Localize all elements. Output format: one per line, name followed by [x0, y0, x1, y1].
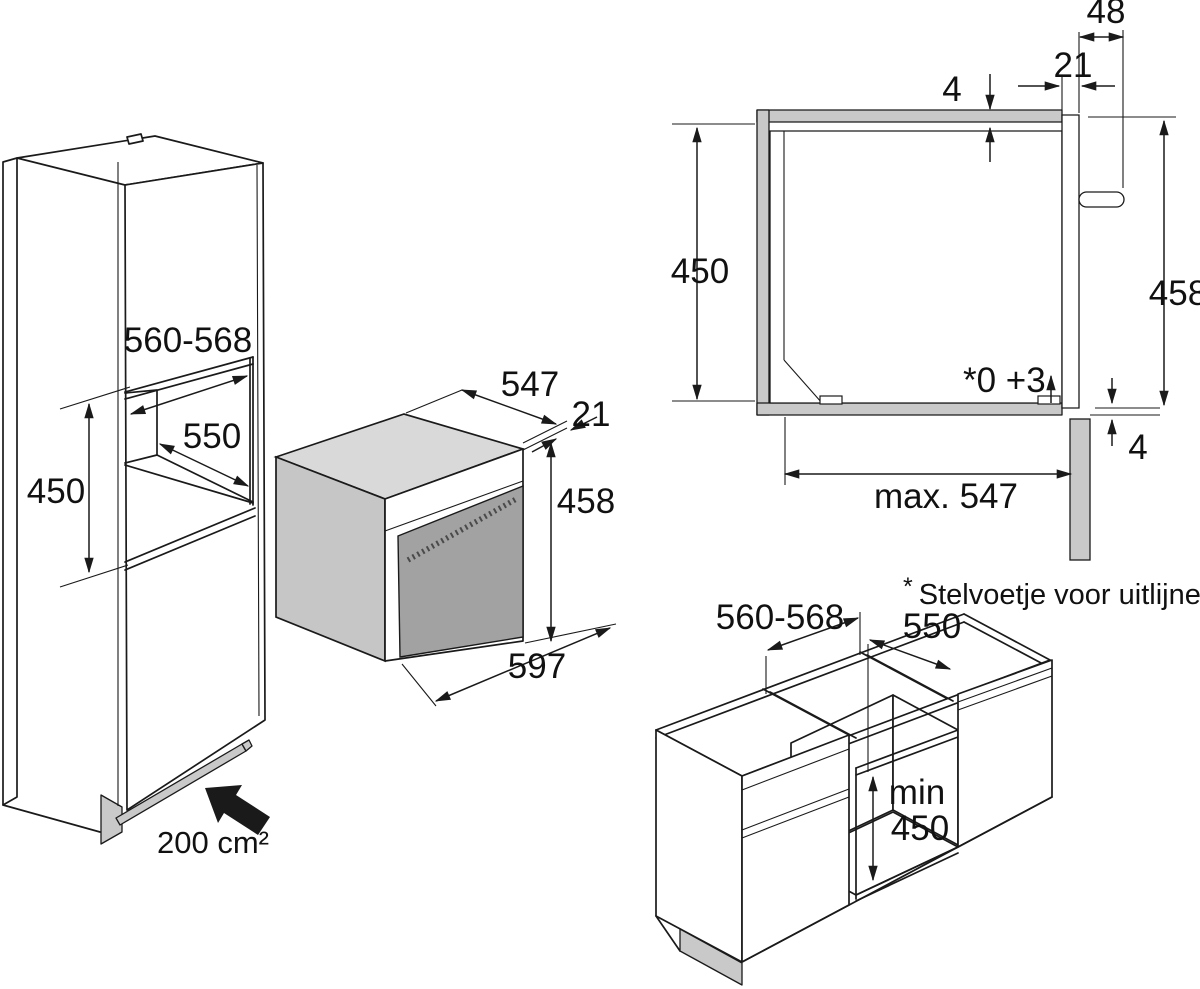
oven-depth-arrow	[460, 389, 558, 425]
appliance-door-section	[1061, 114, 1080, 409]
base-right-end-face	[957, 659, 1053, 848]
sec-450-label: 450	[671, 252, 729, 291]
tall-cabinet-dimensions: 560-568 550 450 200 cm²	[27, 321, 270, 860]
vent-area-label: 200 cm²	[157, 825, 269, 860]
oven-frame-label: 21	[572, 395, 611, 434]
vent-slot-end	[241, 739, 253, 752]
base-depth-label: 550	[903, 607, 961, 646]
cabinet-top-notch	[126, 133, 144, 145]
oven-frame-arrow-left	[531, 438, 558, 453]
niche-bottom-panel	[756, 402, 1063, 416]
niche-width-arrow	[129, 375, 249, 415]
door-handle-section	[1078, 191, 1125, 208]
leveling-foot-rear	[819, 395, 843, 405]
sec-458-extensions	[1088, 116, 1176, 416]
oven-dimensions: 547 21 458 597	[401, 365, 617, 707]
oven-diagram: 547 21 458 597	[273, 365, 617, 707]
section-view-diagram: 450 458 4 21 48 *0 +3 4 max. 547 *Stelvo…	[671, 0, 1200, 611]
base-left-end-tip	[655, 915, 681, 952]
footnote-text: Stelvoetje voor uitlijnen	[919, 579, 1200, 611]
oven-door-handle	[406, 495, 520, 563]
sec-48-label: 48	[1087, 0, 1126, 31]
footnote-mark: *	[903, 573, 913, 601]
base-section1-drawer-lines	[741, 748, 850, 839]
base-width-label: 560-568	[716, 598, 844, 637]
footnote: *Stelvoetje voor uitlijnen	[903, 573, 1200, 611]
sec-450-extensions	[672, 123, 755, 402]
oven-depth-label: 547	[501, 365, 559, 404]
oven-width-arrow	[434, 627, 612, 702]
sec-21-label: 21	[1054, 46, 1093, 85]
niche-height-label: 450	[27, 472, 85, 511]
base-divider-3	[963, 613, 1051, 665]
base-divider-2	[859, 651, 954, 702]
base-min-label: min	[889, 773, 945, 812]
sec-gap-bottom-label: 4	[1128, 428, 1147, 467]
base-left-end-panel	[655, 729, 743, 963]
base-cabinet-diagram: 560-568 550 min 450	[655, 598, 1053, 986]
base-width-arrow	[766, 617, 860, 651]
oven-depth-extension	[405, 389, 463, 414]
sec-foot-label: *0 +3	[963, 361, 1046, 400]
oven-height-label: 458	[557, 482, 615, 521]
base-divider-1	[762, 688, 857, 739]
cabinet-side-panel-bottom-edge	[2, 804, 101, 833]
base-min-value-label: 450	[891, 809, 949, 848]
niche-depth-label: 550	[183, 417, 241, 456]
sec-gap-top-label: 4	[942, 70, 961, 109]
niche-depth-arrow	[158, 443, 250, 487]
niche-back-panel	[756, 109, 770, 416]
base-width-extensions	[765, 612, 861, 694]
niche-width-label: 560-568	[124, 321, 252, 360]
oven-control-panel-edge	[384, 480, 524, 532]
airflow-arrow-icon	[205, 785, 270, 835]
leveling-foot-front	[1037, 395, 1061, 405]
base-niche-top-edge	[855, 729, 959, 776]
furniture-front-below	[1069, 418, 1091, 561]
base-cabinet-dimensions: 560-568 550 min 450	[716, 598, 961, 882]
base-right-end-rail-lines	[957, 667, 1053, 711]
oven-width-label: 597	[508, 647, 566, 686]
sec-21-extensions	[1061, 32, 1080, 113]
base-depth-arrow	[868, 639, 952, 670]
base-plinth	[679, 928, 743, 986]
niche-top-panel	[756, 109, 1063, 123]
cabinet-side-panel	[2, 157, 18, 806]
base-bottom-front-edge	[741, 796, 1053, 963]
sec-max547-label: max. 547	[874, 477, 1018, 516]
section-dimensions: 450 458 4 21 48 *0 +3 4 max. 547 *Stelvo…	[671, 0, 1200, 611]
sec-458-label: 458	[1149, 274, 1200, 313]
tall-cabinet-diagram: 560-568 550 450 200 cm²	[2, 133, 270, 860]
niche-height-extensions	[59, 386, 131, 588]
cabinet-plinth	[100, 794, 123, 845]
cabinet-edge-doubles	[117, 162, 260, 806]
oven-frame-arrow-right	[569, 416, 598, 431]
appliance-back-chamfer	[783, 131, 823, 404]
